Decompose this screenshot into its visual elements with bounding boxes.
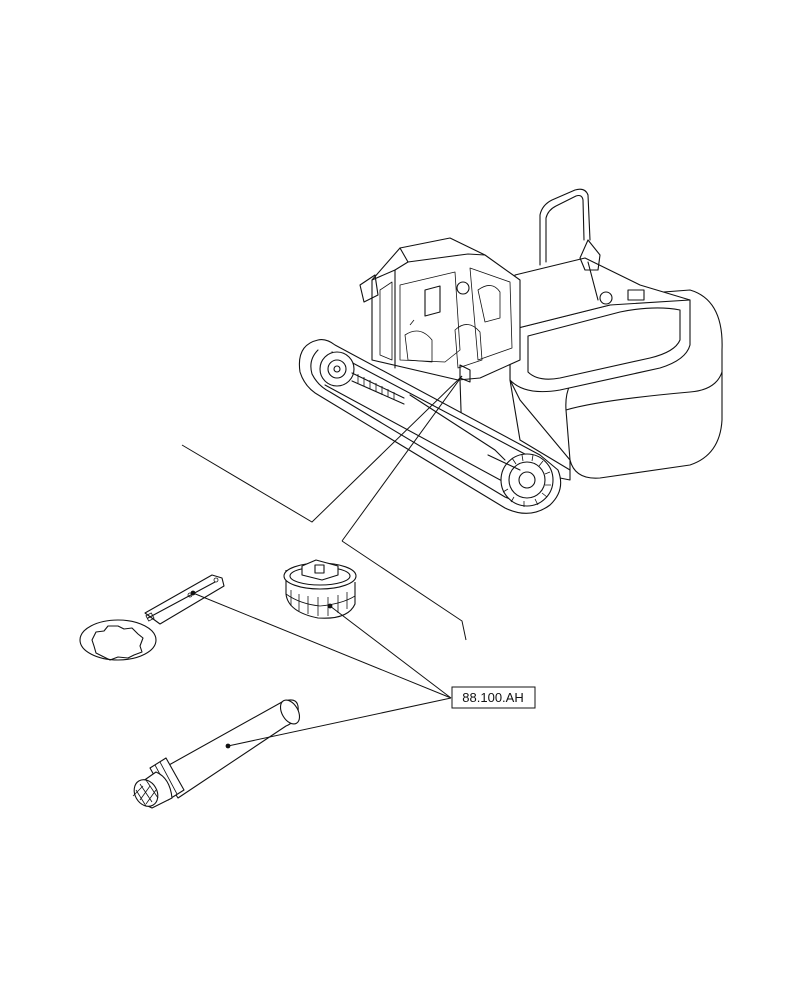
machine-leader-lines [181,375,467,641]
filter-cup-socket [283,559,357,619]
callout-reference-label[interactable]: 88.100.AH [451,686,536,709]
callout-reference-text: 88.100.AH [462,690,523,705]
filter-wrench [79,574,225,661]
excavator-illustration [298,188,723,514]
grease-gun-tube [132,699,301,809]
callout-leaders [190,590,452,749]
